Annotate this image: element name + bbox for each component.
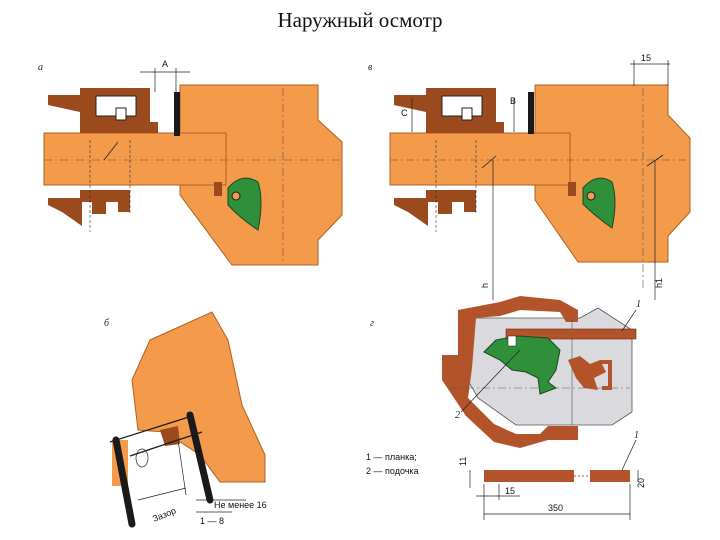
brown-contour-g <box>442 296 578 448</box>
seal-strip-v <box>528 92 534 134</box>
dim-15-top: 15 <box>641 53 651 63</box>
panel-v-label: в <box>368 62 373 73</box>
axle-a <box>43 132 227 186</box>
page-title: Наружный осмотр <box>277 8 443 32</box>
callout-1: 1 <box>636 299 641 310</box>
panel-b-label: б <box>104 318 110 329</box>
housing-b <box>131 311 266 483</box>
dim-A: A <box>162 59 168 69</box>
dim-15-plank: 15 <box>505 486 515 496</box>
plank-callout-1: 1 <box>634 430 639 441</box>
panel-a: а A <box>38 59 343 266</box>
dim-11: 11 <box>458 457 468 466</box>
green-part-g <box>483 335 561 395</box>
panel-v: в C B 15 h h1 <box>368 53 691 300</box>
panel-g: г 1 2 <box>370 296 641 448</box>
black-plate-right-b <box>186 411 214 504</box>
dim-not-less-16: Не менее 16 <box>214 500 267 510</box>
axlebox-housing-v <box>534 84 691 263</box>
legend: 1 — планка; 2 — подочка <box>366 452 419 476</box>
axle-v <box>389 132 571 186</box>
dim-350: 350 <box>548 503 563 513</box>
callout-2: 2 <box>455 410 460 421</box>
green-wedge-a <box>227 177 262 231</box>
plank-detail: 1 11 20 15 350 <box>458 430 646 520</box>
legend-item-2: 2 — подочка <box>366 466 419 476</box>
plank-segment-right <box>590 470 630 482</box>
black-plate-left-b <box>112 436 136 528</box>
plank-segment-left <box>484 470 574 482</box>
panel-a-label: а <box>38 62 43 73</box>
labyrinth-lower-v <box>394 190 476 226</box>
dim-B: B <box>510 96 516 106</box>
panel-b: б Зазор Не менее 16 1 — 8 <box>104 311 267 528</box>
plank-g <box>505 328 637 340</box>
dim-20: 20 <box>636 478 646 488</box>
dim-C: C <box>401 108 408 118</box>
labyrinth-lower-a <box>48 190 130 226</box>
panel-g-label: г <box>370 318 374 329</box>
legend-item-1: 1 — планка; <box>366 452 417 462</box>
dim-zazor: Зазор <box>151 505 177 523</box>
dim-h: h <box>480 283 490 288</box>
dim-h1: h1 <box>654 278 664 288</box>
green-wedge-v <box>582 177 616 229</box>
seal-strip-a <box>174 92 180 136</box>
axlebox-housing-a <box>179 84 343 266</box>
dim-range-1-8: 1 — 8 <box>200 516 224 526</box>
